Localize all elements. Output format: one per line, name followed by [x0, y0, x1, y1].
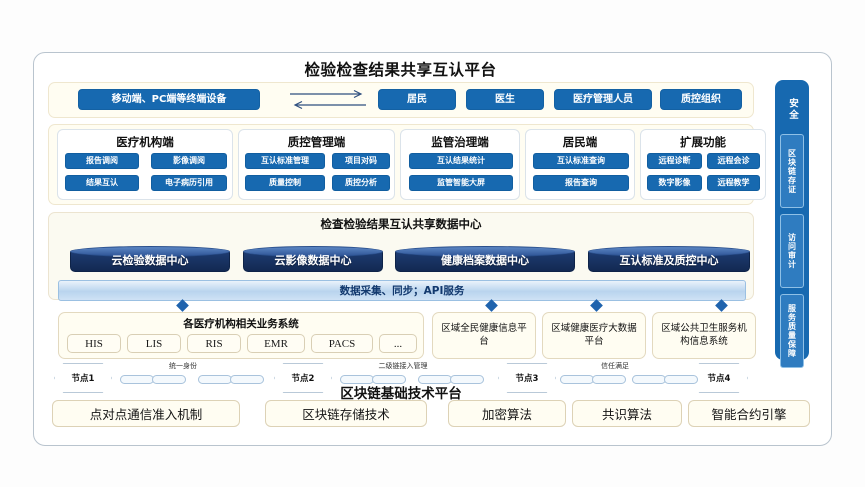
regional-platform-card[interactable]: 区域公共卫生服务机构信息系统: [652, 312, 756, 359]
group-item-button[interactable]: 互认标准管理: [245, 153, 325, 169]
blockchain-node[interactable]: 节点1: [54, 363, 112, 393]
security-item-blockchain-evidence[interactable]: 区块链存证: [780, 134, 804, 208]
cylinder-top: [395, 246, 575, 257]
page-title: 检验检查结果共享互认平台: [304, 61, 497, 79]
group-title: 质控管理端: [287, 135, 346, 149]
chain-link-icon: [230, 375, 264, 384]
group-item-button[interactable]: 数字影像: [647, 175, 702, 191]
chain-link-label: 二级链接入管理: [378, 362, 428, 370]
group-item-button[interactable]: 报告调阅: [65, 153, 139, 169]
chain-link-label: 信任满足: [601, 362, 629, 370]
api-service-bar: 数据采集、同步；API服务: [58, 280, 746, 301]
chain-link-label: 统一身份: [169, 362, 197, 370]
group-item-button[interactable]: 监管智能大屏: [409, 175, 513, 191]
system-tag-his[interactable]: HIS: [67, 334, 121, 353]
chain-link-icon: [592, 375, 626, 384]
group-card-resident: 居民端 互认标准查询 报告查询: [525, 129, 635, 200]
group-item-button[interactable]: 结果互认: [65, 175, 139, 191]
system-tag-lis[interactable]: LIS: [127, 334, 181, 353]
group-item-button[interactable]: 影像调阅: [151, 153, 227, 169]
blockchain-capability-button[interactable]: 智能合约引擎: [688, 400, 810, 427]
group-item-button[interactable]: 远程会诊: [707, 153, 760, 169]
system-tag-emr[interactable]: EMR: [247, 334, 305, 353]
chain-link-icon: [372, 375, 406, 384]
blockchain-capability-button[interactable]: 加密算法: [448, 400, 566, 427]
group-title: 监管治理端: [431, 135, 489, 149]
group-card-supervision: 监管治理端 互认结果统计 监管智能大屏: [400, 129, 520, 200]
cylinder-label: 健康档案数据中心: [441, 254, 529, 267]
cylinder-top: [70, 246, 230, 257]
blockchain-platform-title: 区块链基础技术平台: [340, 386, 462, 402]
security-item-access-audit[interactable]: 访问审计: [780, 214, 804, 288]
role-pill-resident[interactable]: 居民: [378, 89, 456, 110]
group-item-button[interactable]: 互认结果统计: [409, 153, 513, 169]
blockchain-capability-button[interactable]: 点对点通信准入机制: [52, 400, 240, 427]
group-title: 医疗机构端: [116, 135, 174, 149]
cylinder-label: 云检验数据中心: [111, 254, 189, 267]
regional-platform-label: 区域公共卫生服务机构信息系统: [661, 322, 747, 347]
terminal-device-pill[interactable]: 移动端、PC端等终端设备: [78, 89, 260, 110]
group-item-button[interactable]: 远程诊断: [647, 153, 702, 169]
group-item-button[interactable]: 项目对码: [332, 153, 390, 169]
blockchain-node[interactable]: 节点2: [274, 363, 332, 393]
group-title: 居民端: [562, 135, 598, 149]
group-title: 扩展功能: [680, 135, 726, 149]
role-pill-qc-org[interactable]: 质控组织: [660, 89, 742, 110]
cylinder-top: [243, 246, 383, 257]
data-center-cylinder-health-record[interactable]: 健康档案数据中心: [395, 246, 575, 272]
blockchain-node-chain: 节点1 节点2 节点3 节点4 统一身份 二级链接入管理 信任满足: [48, 362, 754, 395]
system-tag-pacs[interactable]: PACS: [311, 334, 373, 353]
group-card-qc-management: 质控管理端 互认标准管理 项目对码 质量控制 质控分析: [238, 129, 395, 200]
regional-platform-label: 区域健康医疗大数据平台: [551, 322, 637, 347]
group-item-button[interactable]: 远程教学: [707, 175, 760, 191]
group-item-button[interactable]: 质量控制: [245, 175, 325, 191]
cylinder-label: 云影像数据中心: [274, 254, 352, 267]
chain-link-icon: [664, 375, 698, 384]
blockchain-node[interactable]: 节点3: [498, 363, 556, 393]
cylinder-label: 互认标准及质控中心: [619, 254, 719, 267]
role-pill-admin[interactable]: 医疗管理人员: [554, 89, 652, 110]
data-center-cylinder-standard-qc[interactable]: 互认标准及质控中心: [588, 246, 750, 272]
data-center-cylinder-lab[interactable]: 云检验数据中心: [70, 246, 230, 272]
bidirectional-arrows-icon: [288, 88, 368, 112]
security-sidebar: 安全 区块链存证 访问审计 服务质量保障: [775, 80, 809, 368]
regional-platform-card[interactable]: 区域全民健康信息平台: [432, 312, 536, 359]
group-item-button[interactable]: 电子病历引用: [151, 175, 227, 191]
blockchain-capability-button[interactable]: 区块链存储技术: [265, 400, 427, 427]
group-item-button[interactable]: 质控分析: [332, 175, 390, 191]
hospital-systems-card: 各医疗机构相关业务系统 HIS LIS RIS EMR PACS ...: [58, 312, 424, 359]
system-tag-more[interactable]: ...: [379, 334, 417, 353]
group-card-medical-institution: 医疗机构端 报告调阅 影像调阅 结果互认 电子病历引用: [57, 129, 233, 200]
chain-link-icon: [450, 375, 484, 384]
group-card-extensions: 扩展功能 远程诊断 远程会诊 数字影像 远程教学: [640, 129, 766, 200]
security-sidebar-title: 安全: [787, 97, 798, 121]
blockchain-capability-button[interactable]: 共识算法: [572, 400, 682, 427]
group-item-button[interactable]: 互认标准查询: [533, 153, 629, 169]
role-pill-doctor[interactable]: 医生: [466, 89, 544, 110]
cylinder-top: [588, 246, 750, 257]
data-center-title: 检查检验结果互认共享数据中心: [320, 217, 482, 231]
regional-platform-label: 区域全民健康信息平台: [441, 322, 527, 347]
data-center-cylinder-imaging[interactable]: 云影像数据中心: [243, 246, 383, 272]
chain-link-icon: [152, 375, 186, 384]
security-item-service-quality[interactable]: 服务质量保障: [780, 294, 804, 368]
group-item-button[interactable]: 报告查询: [533, 175, 629, 191]
system-tag-ris[interactable]: RIS: [187, 334, 241, 353]
regional-platform-card[interactable]: 区域健康医疗大数据平台: [542, 312, 646, 359]
hospital-systems-title: 各医疗机构相关业务系统: [183, 318, 299, 330]
